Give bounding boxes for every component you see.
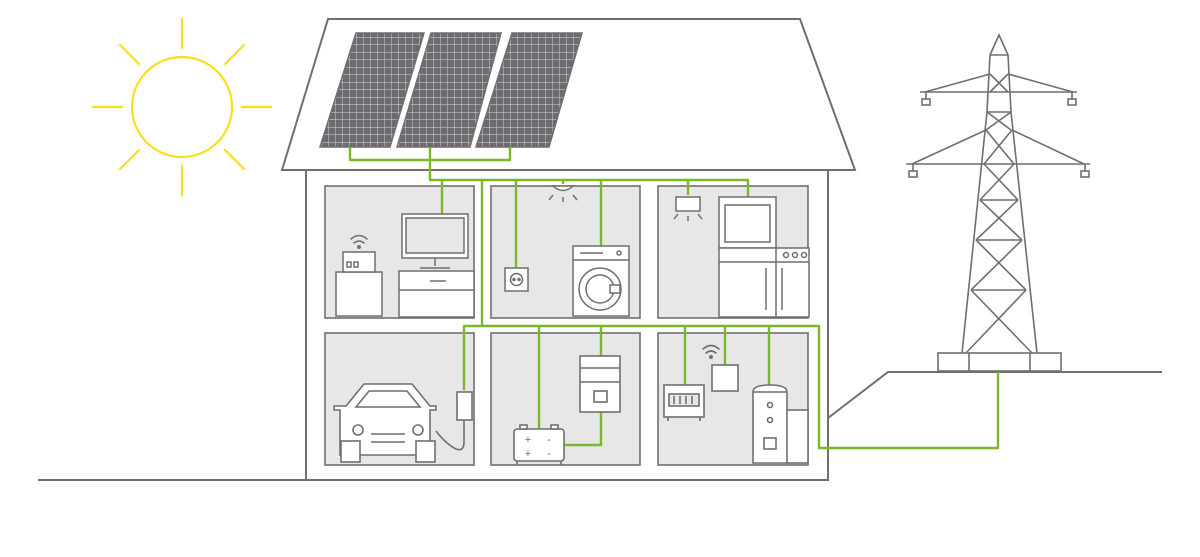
kitchen-lamp <box>673 196 703 221</box>
side-table <box>335 271 383 317</box>
ground-line <box>38 371 1162 481</box>
kitchen-appliances <box>718 196 810 318</box>
wifi-router <box>335 234 383 317</box>
desk <box>398 270 475 318</box>
battery-minus-bottom: - <box>547 448 551 460</box>
wall-socket <box>504 267 529 292</box>
wifi-icon <box>350 234 368 249</box>
washing-machine <box>572 245 630 317</box>
battery-plus-bottom: + <box>525 448 531 460</box>
solar-panels <box>318 32 583 148</box>
electric-car <box>333 383 437 463</box>
solar-panel-1 <box>318 32 426 148</box>
stove-cabinet <box>718 247 810 318</box>
hot-water-storage-tank <box>752 384 809 464</box>
power-grid-pylon <box>906 33 1090 372</box>
wifi-icon-2 <box>702 344 720 359</box>
solar-panel-2 <box>395 32 502 148</box>
electrical-wiring <box>348 147 1000 450</box>
battery-storage: + - + - <box>513 424 565 465</box>
wallbox-charger <box>435 391 473 451</box>
inverter <box>579 355 621 413</box>
insulators <box>908 92 1090 178</box>
smart-controller <box>702 344 739 392</box>
battery-plus-top: + <box>525 434 531 446</box>
smart-meter <box>663 384 705 421</box>
solar-panel-3 <box>474 32 583 148</box>
monitor-desk <box>398 213 475 318</box>
battery-minus-top: - <box>547 434 551 446</box>
ceiling-lamp <box>548 185 578 202</box>
sun-icon <box>91 17 273 197</box>
